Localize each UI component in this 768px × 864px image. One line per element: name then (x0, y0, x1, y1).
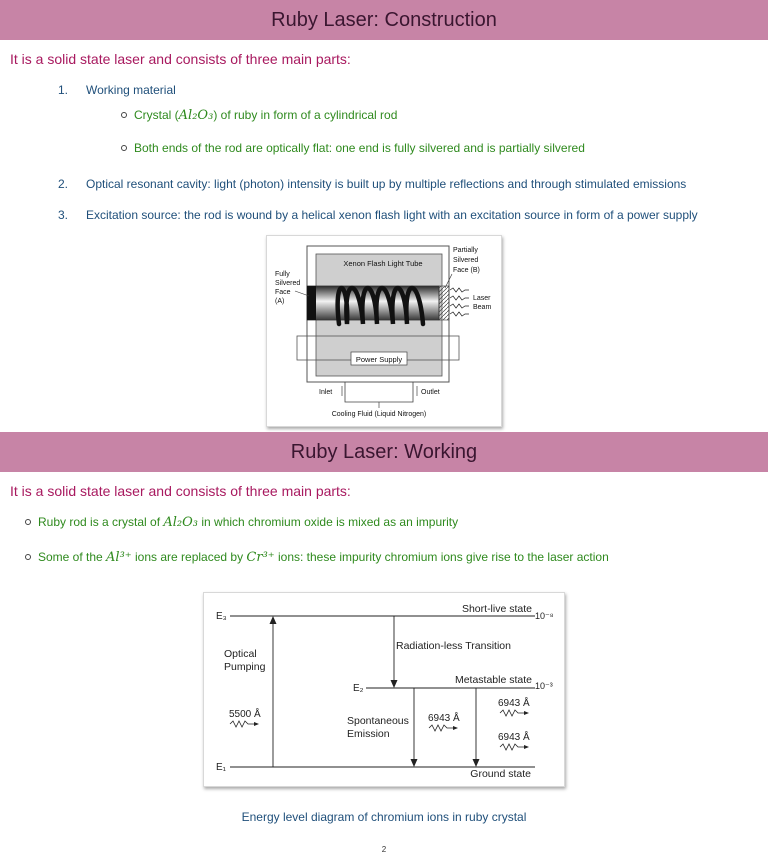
emission-center-label: 6943 Å (428, 711, 460, 724)
item-optical-cavity: Optical resonant cavity: light (photon) … (86, 177, 687, 191)
spontaneous-label: Spontaneous (347, 715, 409, 727)
energy-level-diagram: E₃ E₂ E₁ Short-live state 10⁻⁸ Radiation… (203, 592, 565, 787)
bullet-icon (25, 519, 31, 525)
partially-silvered-label: Silvered (453, 257, 478, 264)
bullet-icon (25, 554, 31, 560)
short-live-time: 10⁻⁸ (535, 611, 554, 621)
xenon-label: Xenon Flash Light Tube (343, 259, 422, 268)
emission-top-label: 6943 Å (498, 696, 530, 709)
construction-title: Ruby Laser: Construction (0, 0, 768, 40)
e3-label: E₃ (216, 611, 227, 622)
fully-silvered-label: Silvered (275, 280, 300, 287)
metastable-label: Metastable state (455, 674, 532, 686)
ruby-laser-figure: Xenon Flash Light Tube Partially Silvere… (266, 235, 502, 427)
spontaneous-label: Emission (347, 728, 390, 740)
item-number: 1. (58, 83, 69, 97)
partially-silvered-label: Partially (453, 247, 478, 254)
bullet-icon (121, 112, 127, 118)
e1-label: E₁ (216, 762, 227, 773)
laser-beam-label: Beam (473, 304, 491, 311)
ground-state-label: Ground state (470, 768, 531, 780)
laser-beam-label: Laser (473, 295, 491, 302)
inlet-label: Inlet (319, 389, 332, 396)
e2-label: E₂ (353, 683, 364, 694)
outlet-label: Outlet (421, 389, 440, 396)
item-number: 3. (58, 208, 69, 222)
metastable-time: 10⁻³ (535, 681, 553, 691)
fully-silvered-label: Fully (275, 271, 290, 278)
cooling-label: Cooling Fluid (Liquid Nitrogen) (332, 411, 427, 418)
optical-pumping-label: Pumping (224, 661, 266, 673)
power-supply-label: Power Supply (356, 355, 403, 364)
fully-silvered-label: (A) (275, 298, 284, 305)
emission-bottom-label: 6943 Å (498, 730, 530, 743)
working-intro: It is a solid state laser and consists o… (10, 483, 351, 499)
page-number: 2 (381, 845, 387, 854)
construction-intro: It is a solid state laser and consists o… (10, 51, 351, 67)
bullet-icon (121, 145, 127, 151)
radiationless-label: Radiation-less Transition (396, 640, 511, 652)
item-number: 2. (58, 177, 69, 191)
working-bullet-ions: Some of the Al³⁺ ions are replaced by Cr… (38, 550, 609, 565)
optical-pumping-label: Optical (224, 648, 257, 660)
pump-wavelength-label: 5500 Å (229, 707, 261, 720)
subitem-crystal: Crystal (Al₂O₃) of ruby in form of a cyl… (134, 108, 398, 123)
item-working-material: Working material (86, 83, 176, 97)
working-title: Ruby Laser: Working (0, 432, 768, 472)
diagram-caption: Energy level diagram of chromium ions in… (241, 810, 527, 824)
working-bullet-rod: Ruby rod is a crystal of Al₂O₃ in which … (38, 515, 459, 530)
item-excitation-source: Excitation source: the rod is wound by a… (86, 208, 698, 222)
subitem-ends: Both ends of the rod are optically flat:… (134, 141, 585, 155)
fully-silvered-label: Face (275, 289, 291, 296)
partially-silvered-label: Face (B) (453, 267, 480, 274)
short-live-label: Short-live state (462, 603, 532, 615)
